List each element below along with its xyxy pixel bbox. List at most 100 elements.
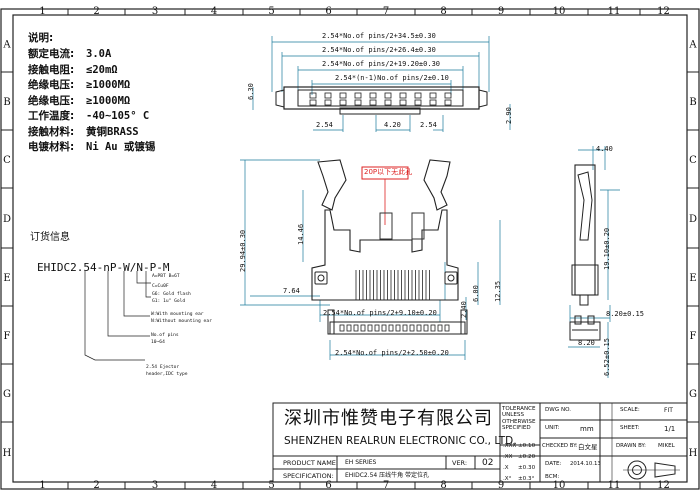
unit-value: mm <box>580 425 594 433</box>
note-plating-1: C=Cu0F <box>152 284 169 289</box>
tolerance-value: ±0.20 <box>518 454 536 460</box>
front-width-dim: 2.54*No.of pins/2+9.10±0.20 <box>323 309 437 317</box>
col-number-top: 6 <box>325 6 331 17</box>
front-dim-d1: 14.46 <box>297 223 305 245</box>
note-plating-3: G1: 1u" Gold <box>152 299 186 304</box>
row-letter-left: H <box>3 448 12 459</box>
side-top-dim: 4.40 <box>596 145 613 153</box>
front-height-dim: 29.94±0.30 <box>239 229 247 272</box>
version-value: 02 <box>482 458 494 468</box>
col-number-top: 5 <box>268 6 274 17</box>
spec-value: Ni Au 或镀锡 <box>86 141 156 153</box>
tolerance-value: ±0.3° <box>518 476 535 482</box>
side-width-dim: 8.20±0.15 <box>606 310 644 318</box>
pin-dim: 2.40 <box>460 301 468 318</box>
tolerance-key: .X <box>503 465 509 471</box>
ordering-code: EHIDC2.54-nP-W/N-P-M <box>37 261 170 274</box>
drawn-value: MIKEL <box>658 443 675 449</box>
version-label: VER: <box>452 459 468 467</box>
col-number-bottom: 8 <box>440 480 446 491</box>
note-series-2: header,IDC type <box>146 372 188 377</box>
outer-frame <box>0 8 700 490</box>
row-letter-left: C <box>3 155 11 166</box>
row-letter-left: B <box>3 97 10 108</box>
col-number-bottom: 2 <box>93 480 99 491</box>
row-letter-right: E <box>689 273 696 284</box>
side-small-height: 6.52±0.15 <box>603 338 611 376</box>
scale-label: SCALE: <box>620 407 640 413</box>
col-number-top: 8 <box>440 6 446 17</box>
col-number-top: 7 <box>383 6 389 17</box>
dwg-no-label: DWG NO. <box>545 407 572 413</box>
col-number-bottom: 6 <box>325 480 331 491</box>
scale-value: FIT <box>664 407 673 414</box>
spec-label: 绝缘电压: <box>28 94 75 107</box>
front-dim-d4: 7.64 <box>283 287 300 295</box>
product-name-label: PRODUCT NAME: <box>283 459 339 467</box>
no-hole-note: 20P以下无此孔 <box>364 168 413 176</box>
front-view <box>240 159 501 360</box>
spec-label: 工作温度: <box>28 110 75 122</box>
sheet-value: 1/1 <box>664 425 676 433</box>
tolerance-key: .X° <box>503 476 512 482</box>
note-plating-2: G6: Gold flash <box>152 292 191 297</box>
col-number-top: 10 <box>553 6 566 17</box>
row-letter-right: H <box>689 448 698 459</box>
row-letter-right: D <box>689 214 697 225</box>
tolerance-key: .XXX <box>503 443 517 449</box>
row-letter-left: A <box>2 40 11 51</box>
spec-value: ≤20mΩ <box>86 63 118 76</box>
top-view <box>252 36 511 132</box>
specification-label: SPECIFICATION: <box>283 472 334 480</box>
row-letter-left: E <box>3 273 10 284</box>
spec-value: 黄铜BRASS <box>86 125 139 138</box>
spec-label: 接触电阻: <box>28 63 75 76</box>
front-bottom-dim: 2.54*No.of pins/2+2.50±0.20 <box>335 349 449 357</box>
row-letter-right: G <box>689 389 697 400</box>
unit-label: UNIT: <box>545 425 560 431</box>
spec-label: 电镀材料: <box>28 141 75 153</box>
side-small-width: 8.20 <box>578 339 595 347</box>
bcm-label: BCM: <box>545 474 560 480</box>
col-number-bottom: 4 <box>211 480 217 491</box>
title-block <box>272 402 688 483</box>
top-dim-4: 2.54*(n-1)No.of pins/2±0.10 <box>335 74 449 82</box>
side-view <box>568 146 620 378</box>
spec-value: ≥1000MΩ <box>86 79 131 91</box>
date-label: DATE: <box>545 461 562 467</box>
row-letter-right: C <box>689 155 697 166</box>
spec-label: 绝缘电压: <box>28 79 75 91</box>
tolerance-value: ±0.10 <box>518 443 536 449</box>
tolerance-value: ±0.30 <box>518 465 536 471</box>
col-number-bottom: 12 <box>657 480 670 491</box>
col-number-top: 12 <box>657 6 670 17</box>
product-name-value: EH SERIES <box>345 459 377 466</box>
col-number-top: 3 <box>152 6 158 17</box>
front-dim-d2: 12.35 <box>494 280 502 302</box>
row-letter-right: F <box>690 331 697 342</box>
sheet-label: SHEET: <box>620 425 640 431</box>
top-bottom-dim-2: 4.20 <box>384 121 401 129</box>
col-number-bottom: 9 <box>498 480 504 491</box>
row-letter-left: G <box>3 389 11 400</box>
top-dim-3: 2.54*No.of pins/2+19.20±0.30 <box>322 60 441 68</box>
note-ear-1: W:With mounting ear <box>151 312 204 317</box>
checked-value: 白文星 <box>578 443 598 451</box>
col-number-top: 1 <box>39 6 45 17</box>
top-bottom-dim-3: 2.54 <box>420 121 437 129</box>
col-number-bottom: 10 <box>553 480 566 491</box>
row-letter-left: D <box>3 214 11 225</box>
row-letter-left: F <box>4 331 11 342</box>
col-number-bottom: 11 <box>608 480 621 491</box>
spec-value: 3.0A <box>86 48 112 60</box>
row-letter-right: B <box>689 97 696 108</box>
top-dim-1: 2.54*No.of pins/2+34.5±0.30 <box>322 32 436 40</box>
col-number-bottom: 3 <box>152 480 158 491</box>
top-dim-2: 2.54*No.of pins/2+26.4±0.30 <box>322 46 436 54</box>
note-ear-2: N:Without mounting ear <box>151 319 212 324</box>
ordering-title: 订货信息 <box>30 232 70 243</box>
zone-ticks <box>1 9 699 489</box>
